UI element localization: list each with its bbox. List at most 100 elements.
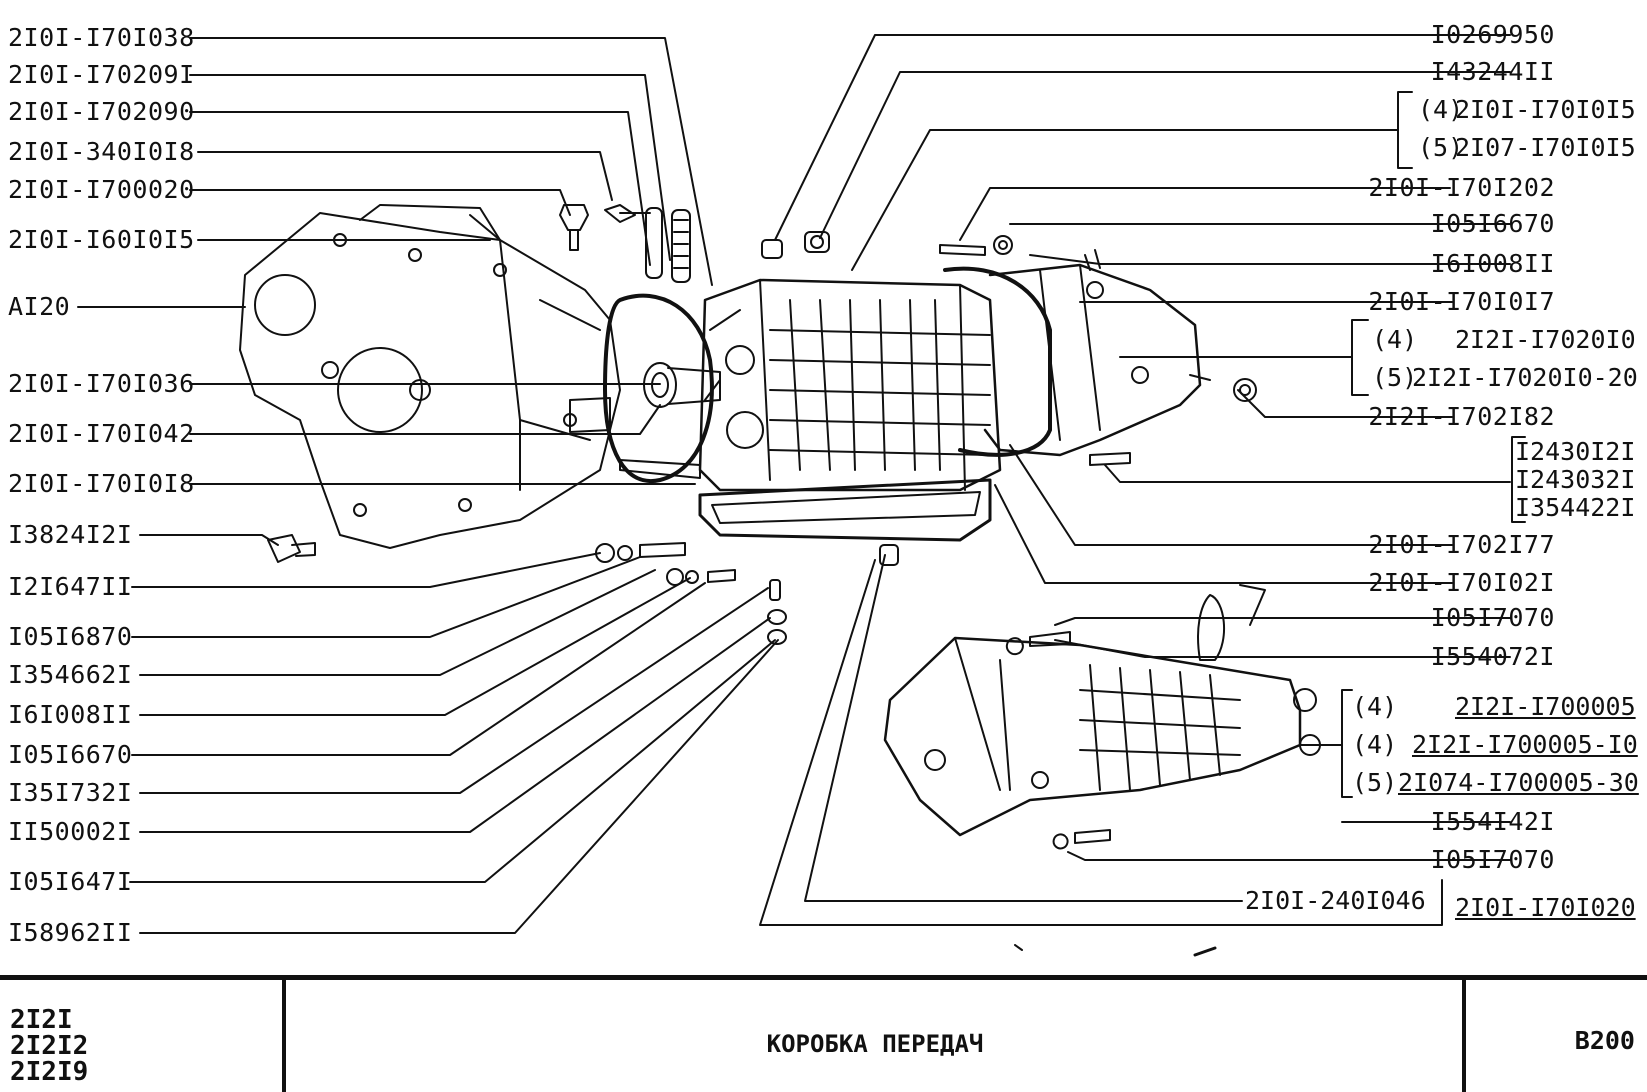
extension-housing xyxy=(983,263,1202,457)
leader-line xyxy=(851,129,1389,271)
model-list: 2I2I 2I2I2 2I2I9 xyxy=(10,1005,89,1087)
leader-line xyxy=(1054,617,1511,626)
bracket xyxy=(1341,689,1353,798)
bottom-cover xyxy=(698,478,992,542)
leader-line xyxy=(139,617,771,833)
part-label: 2I0I-I70I0I5 xyxy=(1455,95,1636,124)
part-label: 2I0I-I70209I xyxy=(8,60,195,89)
variant-label: (5) xyxy=(1352,768,1398,797)
variant-label: (4) xyxy=(1352,692,1398,721)
variant-label: (4) xyxy=(1418,95,1464,124)
part-label: I35I732I xyxy=(8,778,133,807)
part-label: I554072I xyxy=(1430,642,1555,671)
part-label: I05I6870 xyxy=(8,622,133,651)
leader-line xyxy=(189,189,571,216)
variant-label: (4) xyxy=(1352,730,1398,759)
part-label: 2I0I-I70I0I7 xyxy=(1368,287,1555,316)
part-label: 2I0I-I70I0I8 xyxy=(8,469,195,498)
part-label: 2I0I-240I046 xyxy=(1245,886,1426,915)
leader-line xyxy=(1237,389,1453,418)
leader-line xyxy=(139,569,656,676)
bracket xyxy=(1351,319,1369,396)
model-code: 2I2I9 xyxy=(10,1057,89,1087)
case-ribs xyxy=(769,299,991,471)
part-label: 2I2I-I702I82 xyxy=(1368,402,1555,431)
part-label: 2I2I-I7020I0-20 xyxy=(1412,363,1638,392)
leader-line xyxy=(189,111,651,266)
part-label: I6I008II xyxy=(1430,249,1555,278)
part-label: I2430I2I xyxy=(1515,437,1636,466)
part-label: I354422I xyxy=(1515,493,1636,522)
part-label: I3824I2I xyxy=(8,520,133,549)
leader-line xyxy=(131,552,601,588)
leader-line xyxy=(804,554,1243,902)
leader-line xyxy=(189,37,713,286)
exploded-view-drawing xyxy=(77,34,1526,957)
part-label: 2I07-I70I0I5 xyxy=(1455,133,1636,162)
divider xyxy=(1462,980,1466,1092)
gearbox-case xyxy=(698,278,1002,492)
leader-line xyxy=(131,556,641,638)
variant-label: (5) xyxy=(1372,363,1418,392)
part-label: I43244II xyxy=(1430,57,1555,86)
clutch-housing xyxy=(239,212,621,549)
page-code: В200 xyxy=(1574,1026,1635,1055)
gasket xyxy=(603,293,714,484)
leader-line xyxy=(1067,851,1511,861)
part-label: 2I0I-340I0I8 xyxy=(8,137,195,166)
part-label: I58962II xyxy=(8,918,133,947)
leader-line xyxy=(139,639,779,934)
part-label: 2I0I-I70I038 xyxy=(8,23,195,52)
leader-line xyxy=(759,559,1391,926)
bracket xyxy=(1389,879,1443,926)
part-label: 2I2I-I700005-I0 xyxy=(1412,730,1638,759)
part-label: I05I7070 xyxy=(1430,603,1555,632)
leader-line xyxy=(1009,444,1453,546)
part-label: I554I42I xyxy=(1430,807,1555,836)
part-label: 2I0I-I70I042 xyxy=(8,419,195,448)
part-label: 2I0I-I70I02I xyxy=(1368,568,1555,597)
part-label: I6I008II xyxy=(8,700,133,729)
model-code: 2I2I xyxy=(10,1005,73,1035)
leader-line xyxy=(959,187,1451,241)
leader-line xyxy=(819,71,1511,239)
leader-line xyxy=(1029,254,1511,265)
part-label: I05I6670 xyxy=(8,740,133,769)
variant-label: (5) xyxy=(1418,133,1464,162)
bracket xyxy=(1511,436,1526,523)
part-label: I2I647II xyxy=(8,572,133,601)
part-label: AI20 xyxy=(8,292,71,321)
part-label: I05I647I xyxy=(8,867,133,896)
divider xyxy=(282,980,286,1092)
bracket xyxy=(1397,91,1413,169)
leader-line xyxy=(189,74,671,261)
leader-line xyxy=(131,582,706,756)
assembled-gearbox xyxy=(883,584,1321,850)
page-title: КОРОБКА ПЕРЕДАЧ xyxy=(766,1030,984,1058)
leader-line xyxy=(139,534,279,546)
part-label: 2I2I-I7020I0 xyxy=(1455,325,1636,354)
part-label: I0269950 xyxy=(1430,20,1555,49)
leader-line xyxy=(1104,464,1511,483)
part-label: I05I7070 xyxy=(1430,845,1555,874)
leader-line xyxy=(139,587,769,794)
part-label: 2I074-I700005-30 xyxy=(1398,768,1639,797)
part-label: I05I6670 xyxy=(1430,209,1555,238)
part-label: I243032I xyxy=(1515,465,1636,494)
leader-line xyxy=(189,404,661,435)
part-label: 2I0I-I70I020 xyxy=(1455,893,1636,922)
leader-line xyxy=(774,34,1511,241)
part-label: 2I2I-I700005 xyxy=(1455,692,1636,721)
part-label: 2I0I-I70I202 xyxy=(1368,173,1555,202)
part-label: 2I0I-I702I77 xyxy=(1368,530,1555,559)
part-label: 2I0I-I702090 xyxy=(8,97,195,126)
model-code: 2I2I2 xyxy=(10,1031,89,1061)
part-label: 2I0I-I60I0I5 xyxy=(8,225,195,254)
part-label: I354662I xyxy=(8,660,133,689)
leader-line xyxy=(197,151,613,201)
leader-line xyxy=(994,484,1453,584)
title-block: 2I2I 2I2I2 2I2I9 КОРОБКА ПЕРЕДАЧ В200 xyxy=(0,975,1647,1092)
part-label: 2I0I-I70I036 xyxy=(8,369,195,398)
leader-line xyxy=(129,639,776,883)
